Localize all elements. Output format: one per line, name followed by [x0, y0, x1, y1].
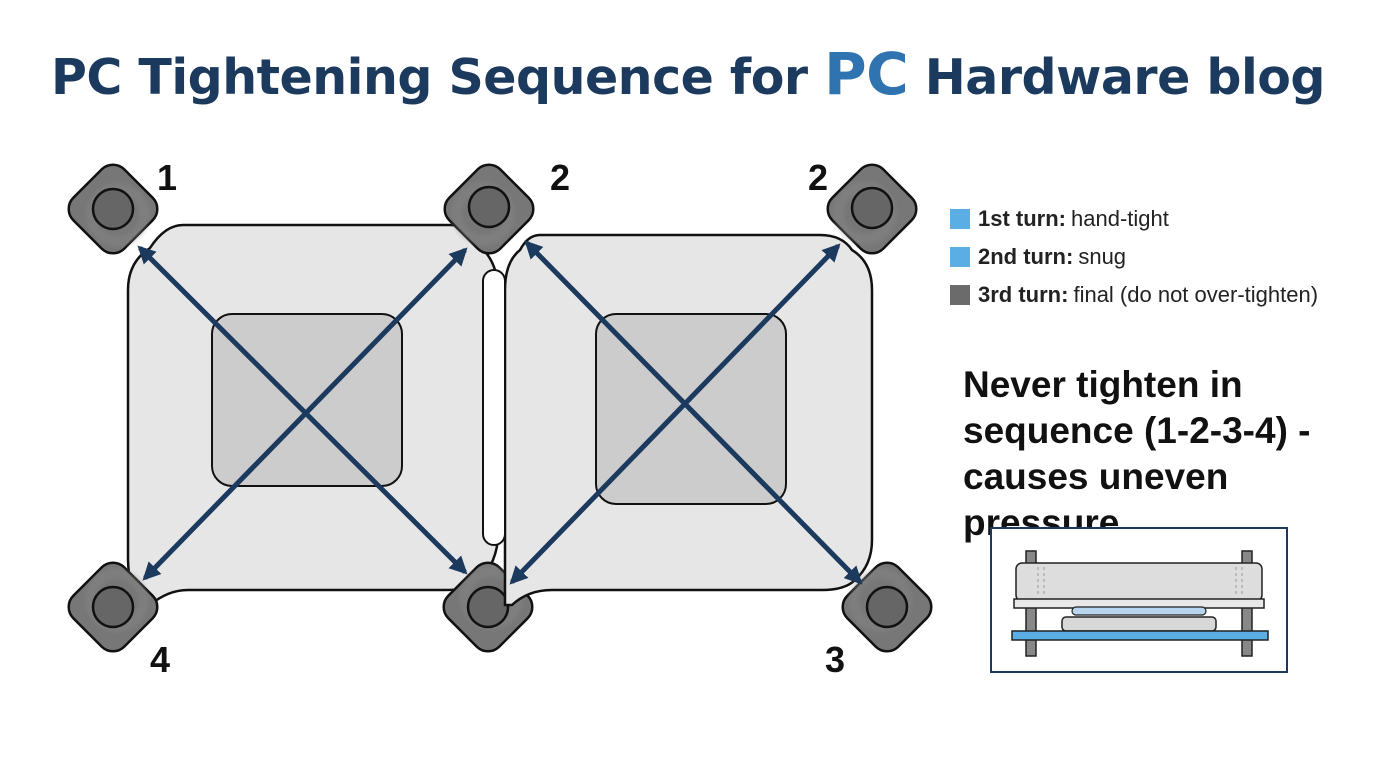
legend-desc-3rd: final (do not over-tighten) [1073, 282, 1319, 307]
left-screw-top-left [67, 163, 159, 255]
warning-line-2: sequence (1-2-3-4) - [963, 410, 1311, 451]
left-label-bottom-left: 4 [150, 639, 170, 680]
left-screw-bottom-left [67, 561, 159, 653]
side-motherboard [1011, 630, 1269, 641]
legend-item-1st-turn: 1st turn: hand-tight [950, 200, 1318, 238]
warning-line-1: Never tighten in [963, 364, 1243, 405]
side-cpu [1061, 616, 1217, 632]
page-title: PC Tightening Sequence for PC Hardware b… [0, 40, 1376, 108]
right-screw-top-right [826, 163, 918, 255]
legend: 1st turn: hand-tight 2nd turn: snug 3rd … [950, 200, 1318, 314]
legend-item-3rd-turn: 3rd turn: final (do not over-tighten) [950, 276, 1318, 314]
legend-item-2nd-turn: 2nd turn: snug [950, 238, 1318, 276]
right-screw-bottom-right [841, 561, 933, 653]
legend-term-2nd: 2nd turn: [978, 244, 1074, 269]
title-part-4: Hardware blog [924, 49, 1326, 106]
legend-swatch-1st [950, 209, 970, 229]
legend-swatch-3rd [950, 285, 970, 305]
title-part-1: PC Tightening Sequence [51, 49, 714, 106]
side-cpu-contact [1071, 606, 1207, 616]
legend-term-1st: 1st turn: [978, 206, 1066, 231]
legend-swatch-2nd [950, 247, 970, 267]
bracket-gap [482, 269, 506, 546]
tightening-diagram: 1 2 4 2 3 [67, 157, 933, 680]
right-bracket: 2 3 [503, 157, 933, 680]
right-arrow-diagonal-b [509, 243, 841, 585]
left-arrow-diagonal-b [142, 247, 468, 581]
side-heatsink [1015, 562, 1263, 602]
title-part-2: for [729, 49, 808, 106]
legend-term-3rd: 3rd turn: [978, 282, 1069, 307]
right-label-top-right: 2 [808, 157, 828, 198]
left-screw-top-right [443, 163, 535, 255]
left-label-top-right: 2 [550, 157, 570, 198]
warning-text: Never tighten in sequence (1-2-3-4) - ca… [963, 362, 1363, 546]
left-center-pad [211, 313, 403, 487]
cooler-side-view [1011, 550, 1269, 657]
right-label-bottom-right: 3 [825, 639, 845, 680]
legend-desc-2nd: snug [1078, 244, 1127, 269]
left-bracket: 1 2 4 [67, 157, 570, 680]
left-label-top-left: 1 [157, 157, 177, 198]
legend-desc-1st: hand-tight [1071, 206, 1169, 231]
cooler-side-view-panel [990, 527, 1288, 673]
title-part-3-accent: PC [824, 40, 909, 108]
